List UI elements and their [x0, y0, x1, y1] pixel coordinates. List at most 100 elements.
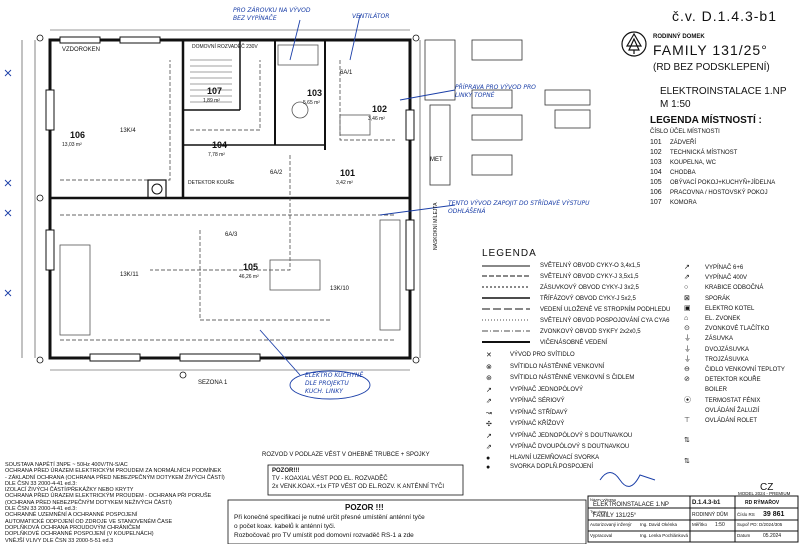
plan-annotation: VENTILÁTOR — [352, 13, 390, 20]
room-number-101: 101 — [340, 168, 356, 178]
legend-symbol-label: VYPÍNAČ 6+6 — [705, 265, 744, 271]
rooms-legend-col-header: ČÍSLO ÚČEL MÍSTNOSTI — [650, 129, 720, 135]
blank-icon — [684, 447, 691, 457]
tb-drawing-label: Název výkresu — [590, 497, 617, 502]
tb-number: 39 861 — [763, 511, 785, 518]
note-line: DLE ČSN 33 2000-4-41 ed.3: — [5, 506, 77, 513]
legend-symbol-label: ELEKTRO KOTEL — [705, 305, 755, 312]
pozor-line: 2x VENK.KOAX.+1x FTP VÉST OD EL.ROZV. K … — [272, 484, 444, 490]
legend-symbols-left: VÝVOD PRO SVÍTIDLO SVÍTIDLO NÁSTĚNNÉ VEN… — [510, 350, 634, 472]
pozor-title-1: POZOR!!! — [272, 468, 300, 474]
plan-label: DOMOVNÍ ROZVADĚČ 230V — [192, 44, 258, 50]
room-number-105: 105 — [243, 262, 259, 272]
legend-symbol-label: TROJZÁSUVKA — [705, 356, 749, 363]
shutter-control-icon: ⇅ — [684, 457, 690, 465]
tb-row1: RODINNÝ DŮM — [692, 512, 728, 518]
legend-symbol-label: SVÍTIDLO NÁSTĚNNÉ VENKOVNÍ — [510, 363, 605, 370]
switch-icon: ⇗ — [684, 274, 690, 282]
legend-symbol-label: BOILER — [705, 387, 728, 394]
plan-annotation: BEZ VYPÍNAČE — [233, 15, 277, 22]
legend-symbol-label: ČIDLO VENKOVNÍ TEPLOTY — [705, 367, 785, 374]
drawing-code: č.v. D.1.4.3-b1 — [672, 8, 778, 24]
country-code: CZ — [760, 482, 774, 493]
legend-symbol-label: DVOJZÁSUVKA — [705, 346, 750, 353]
legend-symbol-label: VYPÍNAČ JEDNOPÓLOVÝ S DOUTNAVKOU — [510, 432, 633, 439]
blank-icon — [684, 426, 691, 436]
bathtub — [277, 44, 319, 66]
room-area-104: 7,78 m² — [208, 152, 225, 158]
plan-annotation: DLE PROJEKTU — [305, 380, 349, 387]
toilet — [291, 101, 309, 119]
legend-symbol-label: OVLÁDÁNÍ ŽALUZIÍ — [705, 407, 760, 414]
house-title: FAMILY 131/25° — [653, 42, 768, 58]
staircase — [190, 59, 232, 103]
tb-company: RD RÝMAŘOV — [745, 500, 780, 506]
blank-icon — [684, 406, 691, 416]
pozor-line: o počet koax. kabelů k anténní tyči. — [234, 523, 336, 530]
circuit-lines — [60, 60, 395, 341]
house-subtitle: (RD BEZ PODSKLEPENÍ) — [653, 62, 770, 73]
circuit-label: 6A/2 — [270, 170, 283, 176]
legend-symbol-label: VYPÍNAČ SÉRIOVÝ — [510, 398, 565, 404]
switch-icon: ↝ — [486, 409, 492, 417]
legend-symbol-label: VÝVOD PRO SVÍTIDLO — [510, 352, 575, 358]
boiler-unit — [339, 114, 371, 136]
legend-symbol-label: VYPÍNAČ DVOUPÓLOVÝ S DOUTNAVKOU — [510, 444, 630, 450]
tb-drawn-label: Vypracoval — [590, 533, 613, 538]
legend-line-label: VEDENÍ ULOŽENÉ VE STROPNÍM PODHLEDU — [540, 307, 671, 313]
bell-button-icon: ⊙ — [684, 325, 690, 333]
note-line: IZOLACÍ ŽIVÝCH ČÁSTÍ/PŘEKÁŽKY NEBO KRYTY — [5, 487, 134, 494]
circuit-label: 6A/3 — [225, 232, 238, 238]
note-line: - ZÁKLADNÍ OCHRANA (OCHRANA PŘED NEBEZPE… — [5, 474, 225, 481]
tb-drawing: ELEKTROINSTALACE 1.NP — [593, 502, 669, 508]
room-area-107: 1,89 m² — [203, 98, 220, 104]
switch-icon: ↗ — [684, 264, 690, 271]
bell-icon: ⌂ — [684, 315, 689, 323]
note-line: OCHRANNÉ UZEMNĚNÍ A OCHRANNÉ POSPOJENÍ — [5, 512, 138, 519]
drawing-name: ELEKTROINSTALACE 1.NP — [660, 86, 787, 97]
legend-line-samples — [482, 265, 530, 343]
circuit-label: 13K/10 — [330, 286, 350, 292]
tb-date-label: Datum — [737, 533, 751, 538]
note-line: (OCHRANA PŘED NEBEZPEČNÝM DOTYKEM NEŽIVÝ… — [5, 499, 172, 506]
legend-line-label: VIČENÁSOBNÉ VEDENÍ — [540, 340, 608, 346]
switch-icon: ↗ — [486, 432, 492, 440]
technical-notes: SOUSTAVA NAPĚTÍ 3NPE ~ 50Hz 400V/TN-S/AC… — [5, 462, 225, 544]
company-name: RODINNÝ DOMEK — [653, 34, 705, 40]
stove-flue — [151, 183, 163, 195]
switch-icon: ⇗ — [486, 444, 492, 451]
legend-line-label: ZVONKOVÝ OBVOD SYKFY 2x2x0,5 — [540, 329, 641, 335]
pozor-line: Při konečné specifikaci je nutné určit p… — [234, 514, 425, 521]
stove-icon: ⊠ — [684, 294, 690, 302]
note-line: OCHRANA PŘED ÚRAZEM ELEKTRICKÝM PROUDEM … — [5, 493, 212, 500]
plan-label: VZDOROKEN — [62, 47, 101, 53]
room-number-102: 102 — [372, 104, 388, 114]
company-logo — [621, 31, 647, 57]
titleblock-frame — [587, 495, 799, 543]
legend-symbol-label: TERMOSTAT FÉNIX — [705, 397, 761, 404]
legend-line-label: SVĚTELNÝ OBVOD CYKY-O 3,4x1,5 — [540, 263, 641, 269]
circuit-label: 6A/1 — [340, 70, 353, 76]
pozor-box-1 — [267, 464, 464, 496]
kitchen-counter — [59, 244, 91, 336]
legend-lines: SVĚTELNÝ OBVOD CYKY-O 3,4x1,5 SVĚTELNÝ O… — [540, 261, 670, 349]
switch-icon: ↗ — [486, 386, 492, 394]
legend-line-label: SVĚTELNÝ OBVOD CYKY-J 3,5x1,5 — [540, 274, 639, 280]
note-line: DOPLŇKOVÁ OCHRANA PROUDOVÝM CHRÁNIČEM — [5, 524, 141, 531]
dimension-lines — [21, 29, 421, 371]
legend-symbol-glyphs-right: ↗ ⇗ ○ ⊠ ▣ ⌂ ⊙ ⏚ ⏚ ⏚ ⊖ ⊘ ⦿ ⊤ ⇅ ⇅ — [684, 263, 691, 467]
rooms-legend: LEGENDA MÍSTNOSTÍ : ČÍSLO ÚČEL MÍSTNOSTI… — [650, 115, 790, 208]
tb-drawn: Ing. Lenka Pochlánková — [640, 533, 689, 538]
note-line: VNĚJŠÍ VLIVY DLE ČSN 33 2000-5-51 ed.3 — [5, 537, 114, 544]
switch-icon: ✣ — [486, 421, 492, 428]
tb-scale-label: Měřítko — [692, 522, 708, 527]
legend-line-label: ZÁSUVKOVÝ OBVOD CYKY-J 3x2,5 — [540, 285, 639, 291]
room-area-101: 3,42 m² — [336, 180, 353, 186]
handwritten-marks — [4, 14, 456, 400]
